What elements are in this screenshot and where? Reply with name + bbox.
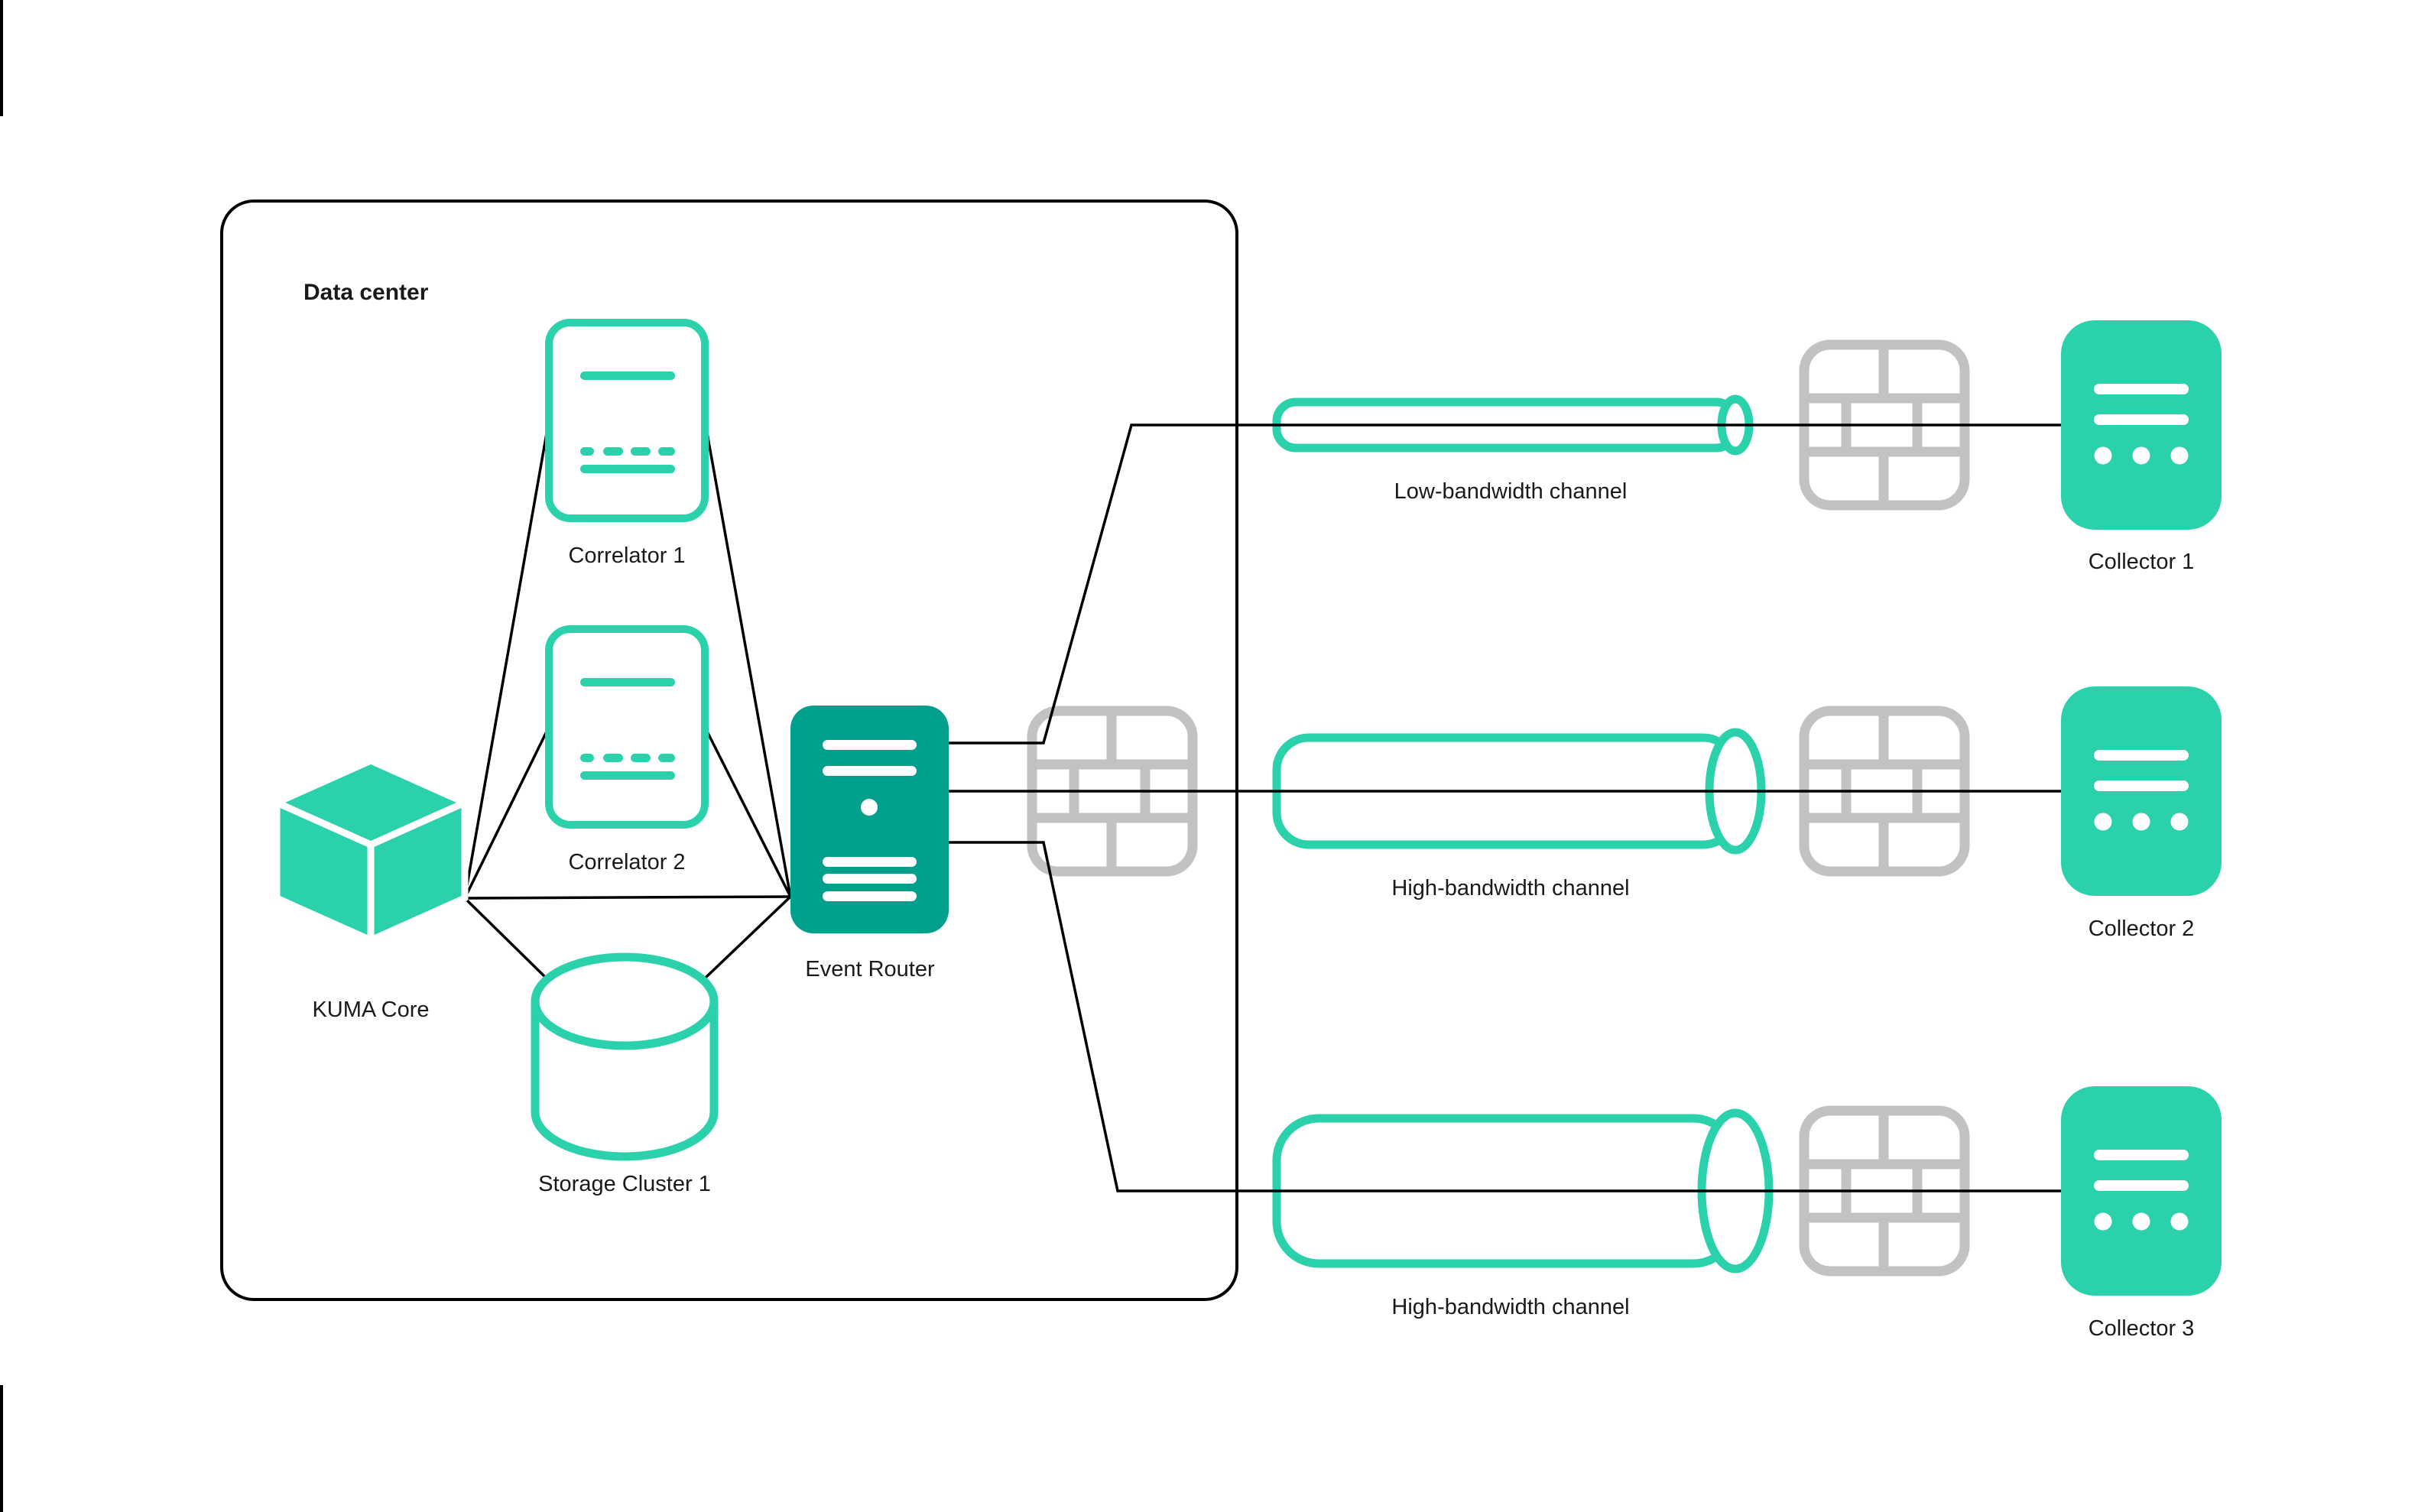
node-collector-1: Collector 1: [2061, 320, 2222, 574]
storage-cluster-label: Storage Cluster 1: [538, 1172, 711, 1196]
data-center-box: [220, 200, 1238, 1301]
collector2-label: Collector 2: [2089, 917, 2195, 941]
node-collector-2: Collector 2: [2061, 686, 2222, 941]
left-edge-artifact-bottom: [0, 1385, 3, 1512]
database-top: [531, 952, 719, 1050]
line-core-correlator1: [463, 420, 550, 899]
node-storage-cluster: Storage Cluster 1: [531, 952, 719, 1196]
data-center-label: Data center: [303, 280, 429, 305]
high-bandwidth-channel-2-label: High-bandwidth channel: [1391, 1295, 1629, 1319]
node-event-router: Event Router: [790, 706, 949, 982]
correlator1-label: Correlator 1: [568, 543, 685, 568]
node-correlator-1: Correlator 1: [549, 323, 705, 568]
line-router-collector1: [949, 423, 2061, 745]
line-core-correlator2: [463, 726, 550, 899]
correlator2-label: Correlator 2: [568, 850, 685, 874]
external-connections: [949, 423, 2061, 1192]
line-router-collector3: [949, 841, 2061, 1192]
node-correlator-2: Correlator 2: [549, 629, 705, 874]
collector1-label: Collector 1: [2089, 550, 2195, 574]
line-correlator2-router: [703, 726, 792, 897]
channel-high-bandwidth-2: [1272, 1108, 1774, 1274]
cube-right-face: [367, 799, 469, 944]
node-collector-3: Collector 3: [2061, 1086, 2222, 1341]
collector3-label: Collector 3: [2089, 1316, 2195, 1341]
line-core-router: [464, 895, 791, 900]
node-kuma-core: KUMA Core: [273, 757, 469, 1022]
high-bandwidth-channel-1-label: High-bandwidth channel: [1391, 876, 1629, 900]
low-bandwidth-channel-label: Low-bandwidth channel: [1394, 479, 1628, 504]
cube-icon: [273, 757, 469, 944]
kuma-core-label: KUMA Core: [312, 998, 429, 1022]
database-icon: [531, 952, 719, 1161]
line-correlator1-router: [703, 420, 792, 897]
left-edge-artifact-top: [0, 0, 3, 116]
server-icon: [790, 706, 949, 933]
event-router-label: Event Router: [805, 957, 935, 982]
